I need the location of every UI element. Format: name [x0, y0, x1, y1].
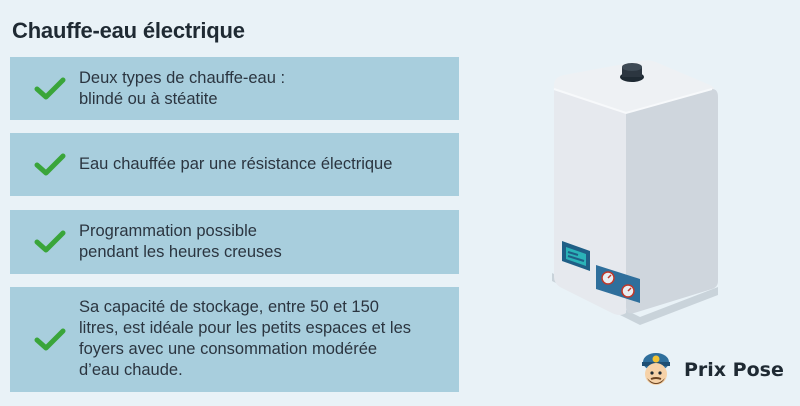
- plumber-mascot-icon: [642, 353, 670, 385]
- feature-text: Programmation possible pendant les heure…: [79, 221, 451, 263]
- feature-card-capacity: Sa capacité de stockage, entre 50 et 150…: [10, 287, 459, 392]
- feature-line: litres, est idéale pour les petits espac…: [79, 319, 412, 337]
- page-title: Chauffe-eau électrique: [12, 18, 245, 43]
- feature-line: pendant les heures creuses: [79, 243, 282, 261]
- brand-name: Prix Pose: [684, 359, 784, 381]
- feature-line: Deux types de chauffe-eau :: [79, 69, 286, 87]
- feature-text: Eau chauffée par une résistance électriq…: [79, 154, 451, 175]
- check-icon: [34, 328, 66, 350]
- feature-line: Programmation possible: [79, 222, 257, 240]
- feature-line: blindé ou à stéatite: [79, 90, 218, 108]
- feature-card-programming: Programmation possible pendant les heure…: [10, 210, 459, 274]
- check-icon: [34, 153, 66, 175]
- feature-line: Sa capacité de stockage, entre 50 et 150: [79, 298, 379, 316]
- feature-text: Deux types de chauffe-eau : blindé ou à …: [79, 68, 451, 110]
- feature-line: foyers avec une consommation modérée: [79, 340, 378, 358]
- feature-card-types: Deux types de chauffe-eau : blindé ou à …: [10, 57, 459, 120]
- feature-card-resistance: Eau chauffée par une résistance électriq…: [10, 133, 459, 196]
- check-icon: [34, 77, 66, 99]
- brand-logo: Prix Pose: [636, 350, 784, 390]
- feature-line: Eau chauffée par une résistance électriq…: [79, 155, 393, 173]
- feature-line: d’eau chaude.: [79, 361, 183, 379]
- feature-text: Sa capacité de stockage, entre 50 et 150…: [79, 297, 451, 381]
- water-heater-illustration: [552, 60, 718, 325]
- check-icon: [34, 230, 66, 253]
